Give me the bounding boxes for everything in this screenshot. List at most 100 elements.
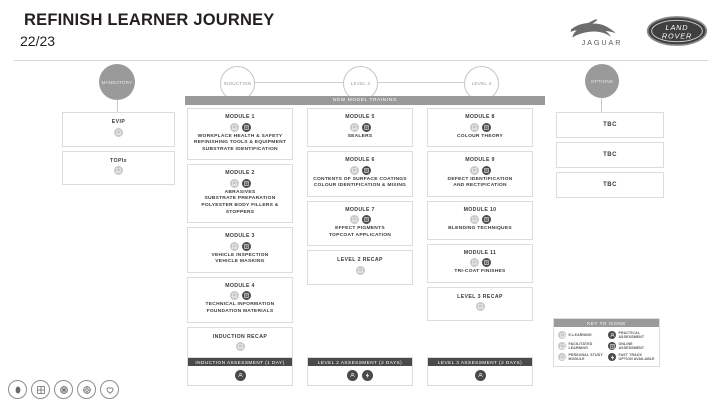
card-icons (431, 302, 529, 312)
psm-icon (349, 122, 359, 132)
timeline-node-level2[interactable]: LEVEL 2 (343, 66, 378, 101)
online-icon (481, 122, 491, 132)
recap-card[interactable]: LEVEL 2 RECAP (307, 250, 413, 285)
card-line: POLYESTER BODY FILLERS & STOPPERS (201, 202, 279, 215)
card-icons (431, 165, 529, 175)
psm-icon (229, 122, 239, 132)
card-icons (191, 342, 289, 352)
induction-assessment[interactable]: INDUCTION ASSESSMENT (1 DAY) (187, 357, 293, 386)
timeline-node-level3[interactable]: LEVEL 3 (464, 66, 499, 101)
card-line: WORKPLACE HEALTH & SAFETY (197, 133, 283, 139)
level3-assessment[interactable]: LEVEL 3 ASSESSMENT (2 DAYS) (427, 357, 533, 386)
psm-icon (355, 265, 365, 275)
card-title: MODULE 10 (463, 206, 497, 213)
card-title: TBC (603, 152, 617, 158)
card-icons (66, 166, 171, 175)
timeline-node-options[interactable]: OPTIONS (585, 64, 619, 98)
card-lines: TRI-COAT FINISHES (431, 269, 529, 276)
psm-icon (469, 215, 479, 225)
card-title: TBC (603, 122, 617, 128)
module-card[interactable]: MODULE 5 SEALERS (307, 108, 413, 148)
card-title: MODULE 4 (225, 282, 255, 289)
fast-track-icon (608, 353, 616, 362)
card-line: SUBSTRATE IDENTIFICATION (202, 146, 278, 152)
svg-text:ROVER: ROVER (662, 31, 692, 40)
psm-icon (229, 178, 239, 188)
card-icons (66, 127, 171, 137)
grid-icon[interactable] (31, 380, 50, 399)
option-card[interactable]: TBC (556, 172, 664, 198)
heart-shield-icon[interactable] (100, 380, 119, 399)
practical-assessment-icon (608, 331, 616, 340)
card-title: EVIP (111, 119, 126, 125)
card-title: MODULE 2 (225, 170, 255, 177)
thumbprint-icon[interactable] (8, 380, 27, 399)
assessment-icons (308, 366, 412, 385)
psm-icon (114, 127, 123, 137)
card-lines: SEALERS (311, 134, 409, 141)
online-icon (361, 165, 371, 175)
card-lines: BLENDING TECHNIQUES (431, 226, 529, 233)
module-card[interactable]: MODULE 11 TRI-COAT FINISHES (427, 243, 533, 283)
card-line: DEFECT IDENTIFICATION (447, 176, 513, 182)
legend-label: PRACTICAL ASSESSMENT (618, 331, 645, 340)
card-title: TOPIx (110, 157, 127, 164)
legend-item: ONLINE ASSESSMENT (608, 342, 655, 351)
recap-card[interactable]: INDUCTION RECAP (187, 326, 293, 362)
target-icon[interactable] (77, 380, 96, 399)
card-line: VEHICLE MASKING (215, 259, 265, 265)
module-card[interactable]: TOPIx (62, 150, 175, 185)
level2-assessment[interactable]: LEVEL 2 ASSESSMENT (2 DAYS) (307, 357, 413, 386)
psm-icon (469, 122, 479, 132)
mandatory-stem (117, 100, 118, 112)
legend-label: E-LEARNING (568, 333, 592, 338)
card-line: TRI-COAT FINISHES (454, 269, 506, 275)
card-title: MODULE 1 (225, 114, 255, 120)
card-line: SUBSTRATE PREPARATION (204, 196, 276, 202)
module-card[interactable]: MODULE 8 COLOUR THEORY (427, 108, 533, 148)
module-card[interactable]: MODULE 10 BLENDING TECHNIQUES (427, 200, 533, 240)
card-icons (311, 215, 409, 225)
footer-icon-row (8, 380, 119, 399)
card-title: MODULE 5 (345, 114, 375, 120)
psm-icon (469, 258, 479, 268)
card-title: MODULE 8 (465, 114, 495, 120)
timeline-node-mandatory[interactable]: MANDATORY (99, 64, 135, 100)
psm-icon (229, 291, 239, 301)
card-title: MODULE 11 (463, 249, 497, 256)
personal-study-module-icon (558, 353, 566, 362)
option-card[interactable]: TBC (556, 142, 664, 168)
option-card[interactable]: TBC (556, 112, 664, 138)
card-lines: COLOUR THEORY (431, 134, 529, 141)
assessment-title: LEVEL 3 ASSESSMENT (2 DAYS) (428, 358, 532, 366)
card-line: BLENDING TECHNIQUES (448, 226, 512, 232)
online-icon (361, 122, 371, 132)
wheel-icon[interactable] (54, 380, 73, 399)
card-title: MODULE 3 (225, 233, 255, 240)
module-card[interactable]: EVIP (62, 112, 175, 147)
card-icons (191, 178, 289, 188)
psm-icon (229, 241, 239, 251)
online-icon (241, 122, 251, 132)
card-line: COLOUR THEORY (457, 133, 503, 139)
assessment-title: INDUCTION ASSESSMENT (1 DAY) (188, 358, 292, 366)
online-icon (481, 258, 491, 268)
card-title: TBC (603, 182, 617, 188)
psm-icon (349, 215, 359, 225)
recap-card[interactable]: LEVEL 3 RECAP (427, 286, 533, 322)
